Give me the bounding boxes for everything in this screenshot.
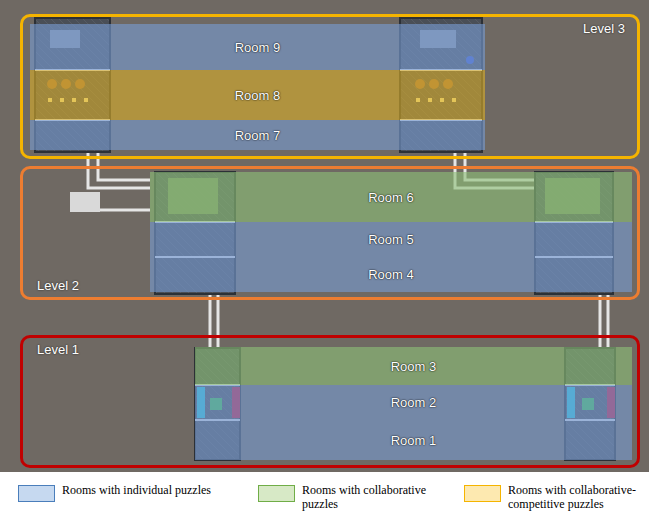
room-label: Room 8 <box>235 88 281 103</box>
room-band: Room 2 <box>195 385 632 420</box>
room-band: Room 1 <box>195 420 632 460</box>
room-band: Room 9 <box>30 24 485 70</box>
level-frame: Level 1 Room 3 Room 2 Room 1 <box>20 335 640 468</box>
legend-swatch <box>464 485 501 502</box>
legend-swatch <box>18 485 55 502</box>
room-label: Room 7 <box>235 128 281 143</box>
room-band: Room 6 <box>150 172 632 222</box>
room-band: Room 8 <box>30 70 485 120</box>
level-label: Level 3 <box>583 21 625 36</box>
room-label: Room 1 <box>391 433 437 448</box>
legend-swatch <box>258 485 295 502</box>
room-label: Room 9 <box>235 40 281 55</box>
room-label: Room 5 <box>368 232 414 247</box>
room-band: Room 5 <box>150 222 632 257</box>
ground <box>0 0 649 472</box>
room-band: Room 3 <box>195 347 632 385</box>
level-label: Level 2 <box>37 278 79 293</box>
level-label: Level 1 <box>37 342 79 357</box>
room-band: Room 4 <box>150 257 632 292</box>
legend-label: Rooms with collaborative puzzles <box>302 483 447 511</box>
level-frame: Level 2 Room 6 Room 5 Room 4 <box>20 166 640 300</box>
room-label: Room 4 <box>368 267 414 282</box>
legend-label: Rooms with individual puzzles <box>62 483 212 497</box>
room-label: Room 2 <box>391 395 437 410</box>
level-frame: Level 3 Room 9 Room 8 Room 7 <box>20 14 640 159</box>
corridor-block <box>70 192 100 212</box>
room-label: Room 3 <box>391 359 437 374</box>
room-band: Room 7 <box>30 120 485 150</box>
legend-label: Rooms with collaborative-competitive puz… <box>508 483 646 511</box>
room-label: Room 6 <box>368 190 414 205</box>
